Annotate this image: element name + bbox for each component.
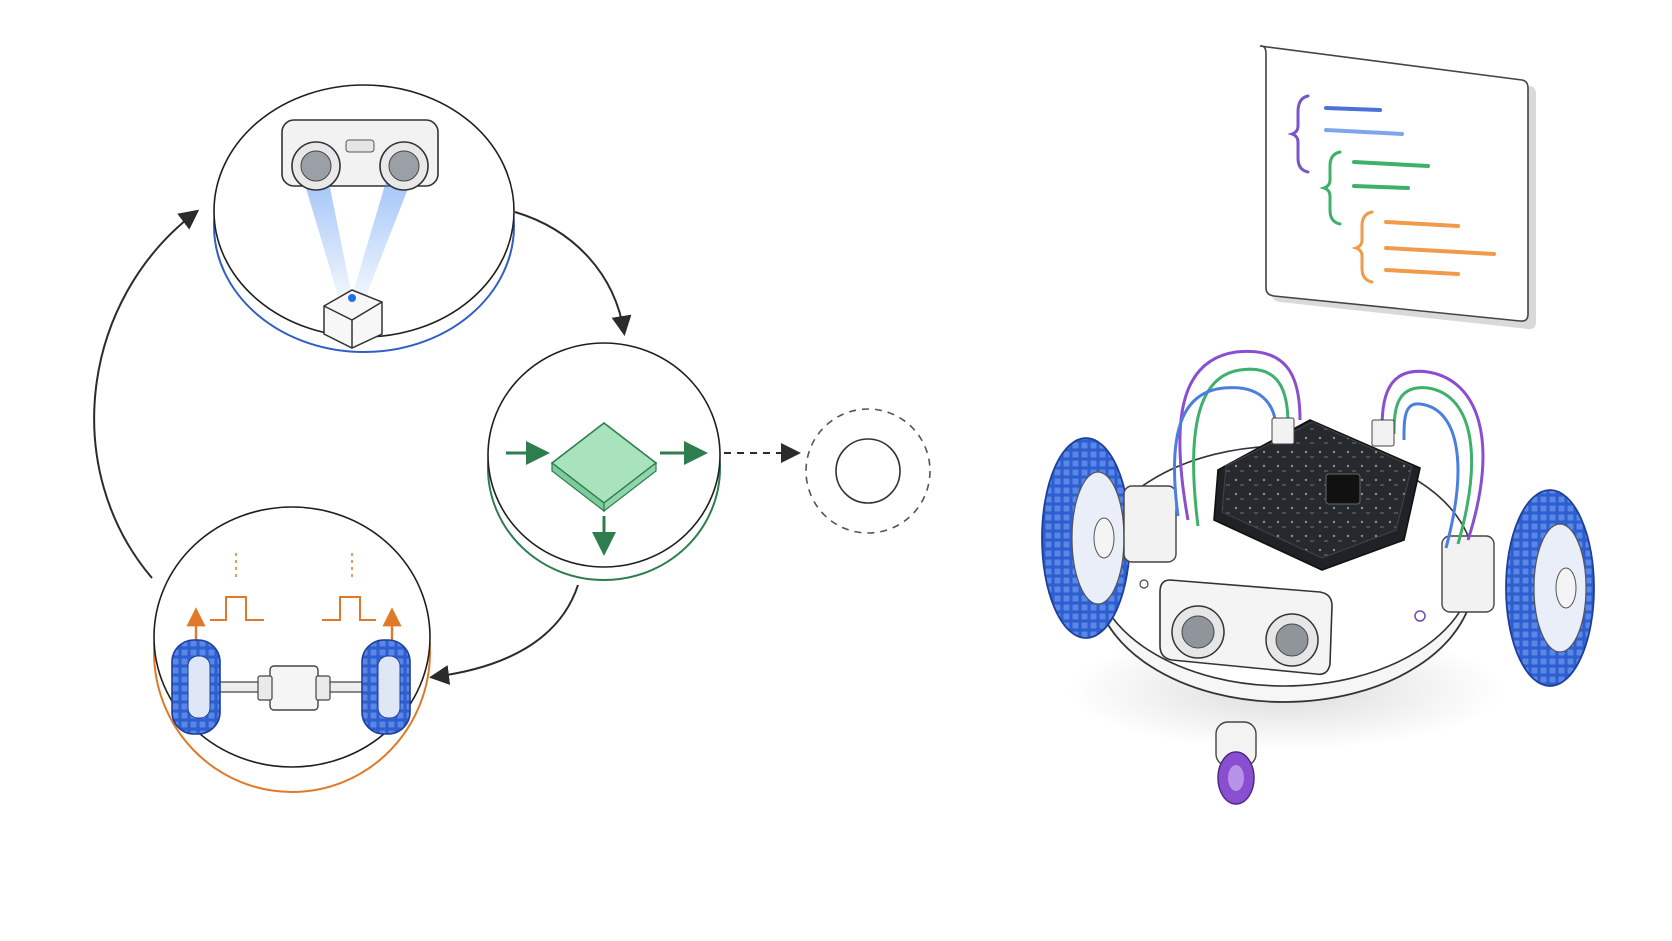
code-panel: [1259, 45, 1536, 330]
sense-node: [213, 84, 515, 353]
empty-ring-icon: [835, 438, 901, 504]
motor-wheels-icon: [171, 639, 411, 735]
arrow-decide-to-act: [429, 584, 579, 685]
left-wheel-icon: [1041, 437, 1131, 639]
wire-harness: [1172, 349, 1485, 549]
arrow-sense-to-decide: [514, 211, 632, 336]
ultrasonic-sensor-icon: [281, 119, 439, 296]
right-wheel-icon: [1505, 489, 1595, 687]
target-cube-icon: [323, 289, 383, 349]
pwm-signal-icons: [210, 553, 376, 621]
caster-wheel-icon: [1215, 721, 1257, 805]
decision-diamond-icon: [550, 421, 658, 513]
decide-node: [487, 342, 721, 581]
controller-board-icon: [1213, 417, 1421, 571]
act-node: [153, 506, 431, 793]
front-ultrasonic-sensor-icon: [1159, 579, 1333, 676]
code-block-icon: [1287, 94, 1496, 284]
robot-car: [1041, 349, 1595, 805]
right-motor-icon: [1441, 535, 1495, 613]
left-motor-icon: [1123, 485, 1177, 563]
next-step-node: [805, 408, 931, 534]
arrow-act-to-sense: [93, 209, 200, 579]
cycle-arrows: [93, 209, 801, 685]
